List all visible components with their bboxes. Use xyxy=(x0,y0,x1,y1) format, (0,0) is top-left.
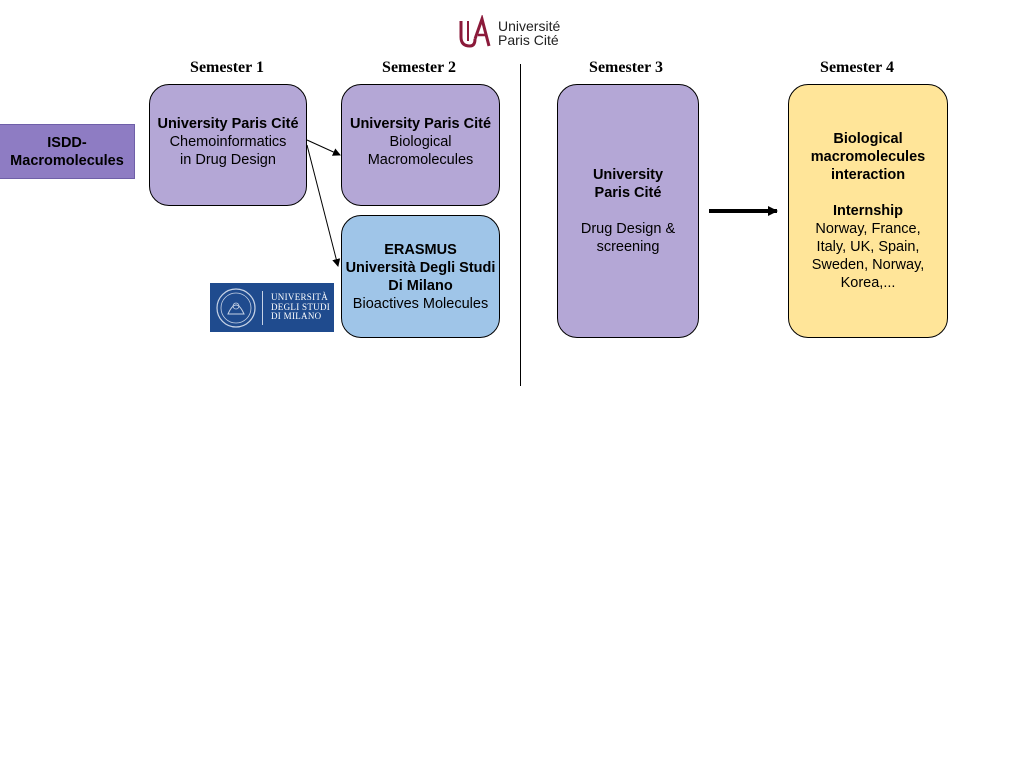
semester-4-line7: Sweden, Norway, xyxy=(811,257,925,273)
semester-2-course-line1: Biological xyxy=(389,134,452,150)
semester-3-label: Semester 3 xyxy=(589,59,663,76)
semester-3-line2: Paris Cité xyxy=(594,185,662,201)
semester-3-line3: Drug Design & xyxy=(580,221,676,237)
upc-emblem-icon xyxy=(459,15,491,48)
unimi-seal-icon xyxy=(216,287,256,328)
track-tag-line1: ISDD- xyxy=(47,134,87,151)
upc-logo-line1: Université xyxy=(498,18,561,34)
semester-1-title: University Paris Cité xyxy=(157,116,299,132)
upc-logo-line2: Paris Cité xyxy=(498,32,559,48)
semester-4-label: Semester 4 xyxy=(820,59,894,76)
semester-2-course-line2: Macromolecules xyxy=(367,152,474,168)
semester-3-line4: screening xyxy=(596,239,660,255)
semester-1-course-line2: in Drug Design xyxy=(180,152,276,168)
semester-4-line3: interaction xyxy=(830,167,906,183)
unimi-logo-line2: DEGLI STUDI xyxy=(271,301,331,312)
erasmus-box: ERASMUS Università Degli Studi Di Milano… xyxy=(341,215,500,338)
semester-3-box: University Paris Cité Drug Design & scre… xyxy=(557,84,699,338)
semester-3-line1: University xyxy=(592,167,664,183)
arrow-s1-to-s2 xyxy=(306,139,341,156)
semester-2-box: University Paris Cité Biological Macromo… xyxy=(341,84,500,206)
semester-2-label: Semester 2 xyxy=(382,59,456,76)
semester-4-line8: Korea,... xyxy=(840,275,896,291)
unimi-logo-line3: DI MILANO xyxy=(271,311,322,322)
unimi-logo-line1: UNIVERSITÀ xyxy=(271,292,328,303)
semester-1-course-line1: Chemoinformatics xyxy=(169,134,287,150)
erasmus-line2: Università Degli Studi xyxy=(345,259,496,276)
unimi-logo: UNIVERSITÀ DEGLI STUDI DI MILANO xyxy=(210,283,334,332)
erasmus-line1: ERASMUS xyxy=(384,241,457,258)
track-tag: ISDD- Macromolecules xyxy=(0,124,135,179)
semester-divider xyxy=(520,64,521,386)
semester-2-title: University Paris Cité xyxy=(349,116,492,132)
upc-logo-text: Université Paris Cité xyxy=(498,19,560,47)
upc-logo xyxy=(458,15,568,49)
track-tag-line2: Macromolecules xyxy=(10,152,124,169)
semester-1-box: University Paris Cité Chemoinformatics i… xyxy=(149,84,307,206)
semester-1-label: Semester 1 xyxy=(190,59,264,76)
arrow-s1-to-erasmus xyxy=(306,144,341,267)
semester-4-box: Biological macromolecules interaction In… xyxy=(788,84,948,338)
erasmus-line3: Di Milano xyxy=(388,277,453,294)
semester-4-line6: Italy, UK, Spain, xyxy=(816,239,920,255)
erasmus-line4: Bioactives Molecules xyxy=(352,295,489,312)
unimi-logo-text: UNIVERSITÀ DEGLI STUDI DI MILANO xyxy=(271,293,330,322)
semester-4-line4: Internship xyxy=(832,203,904,219)
semester-4-line5: Norway, France, xyxy=(815,221,921,237)
semester-4-line1: Biological xyxy=(833,131,903,147)
semester-4-line2: macromolecules xyxy=(810,149,926,165)
